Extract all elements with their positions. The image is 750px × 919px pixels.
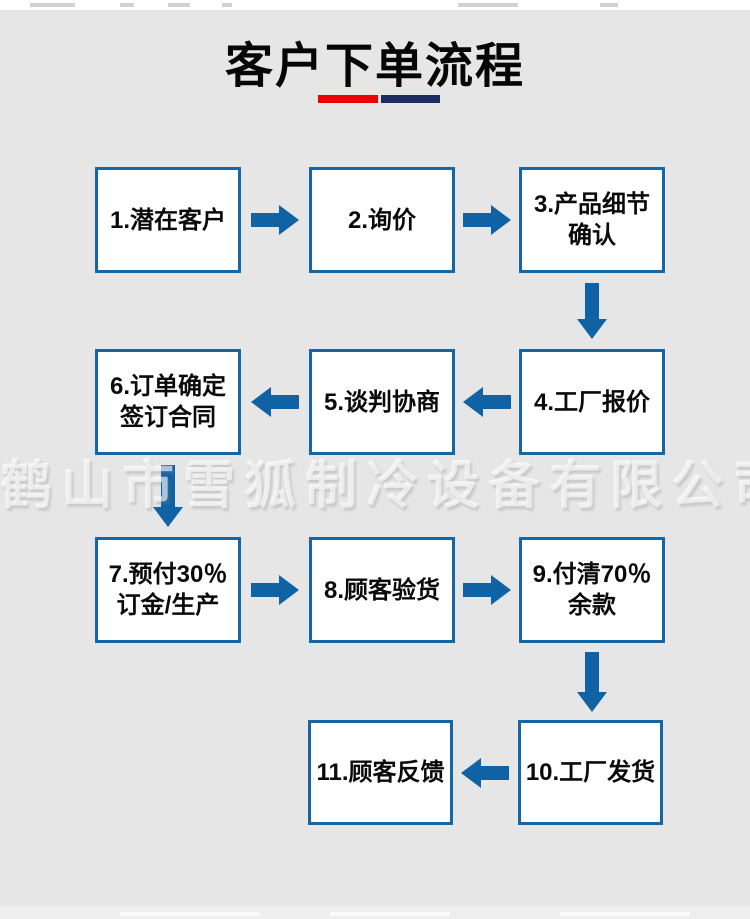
- page-title: 客户下单流程: [224, 40, 525, 93]
- cropped-text-artifact: [560, 912, 690, 916]
- step-label: 1.潜在客户: [109, 206, 226, 234]
- title-underline-red: [318, 95, 378, 103]
- flow-step-potential-customer: 1.潜在客户: [95, 167, 241, 273]
- flow-step-order-confirm-sign-contract: 6.订单确定 签订合同: [95, 349, 241, 455]
- arrow-right-icon: [463, 575, 511, 605]
- cropped-text-artifact-top: [0, 0, 750, 10]
- flow-step-customer-feedback: 11.顾客反馈: [308, 720, 453, 825]
- flow-step-customer-inspection: 8.顾客验货: [309, 537, 455, 643]
- flow-step-negotiation: 5.谈判协商: [309, 349, 455, 455]
- arrow-right-icon: [463, 205, 511, 235]
- cropped-text-artifact: [120, 912, 260, 916]
- step-label: 3.产品细节: [533, 191, 650, 218]
- step-label: 10.工厂发货: [525, 759, 656, 786]
- step-label: 确认: [568, 222, 616, 249]
- arrow-right-icon: [251, 205, 299, 235]
- cropped-text-artifact: [600, 3, 618, 7]
- step-label: 5.谈判协商: [323, 388, 440, 416]
- cropped-text-artifact: [330, 912, 450, 916]
- cropped-text-artifact: [30, 3, 75, 7]
- flow-step-pay-remaining-balance: 9.付清70％ 余款: [519, 537, 665, 643]
- arrow-down-icon: [577, 652, 607, 712]
- step-label: 订金/生产: [116, 592, 220, 619]
- step-label: 7.预付30％: [108, 561, 228, 588]
- step-label: 4.工厂报价: [533, 388, 650, 416]
- step-label: 余款: [568, 592, 616, 619]
- arrow-left-icon: [461, 758, 509, 788]
- arrow-down-icon: [577, 283, 607, 339]
- arrow-down-icon: [153, 465, 183, 527]
- flow-step-factory-quote: 4.工厂报价: [519, 349, 665, 455]
- step-label: 签订合同: [120, 404, 216, 431]
- step-label: 6.订单确定: [109, 373, 226, 400]
- step-label: 8.顾客验货: [323, 576, 440, 604]
- step-label: 11.顾客反馈: [316, 759, 445, 786]
- cropped-text-artifact-bottom: [0, 906, 750, 919]
- flow-step-factory-shipment: 10.工厂发货: [518, 720, 663, 825]
- step-label: 9.付清70％: [532, 561, 652, 588]
- cropped-text-artifact: [458, 3, 518, 7]
- flow-step-inquiry: 2.询价: [309, 167, 455, 273]
- arrow-right-icon: [251, 575, 299, 605]
- step-label: 2.询价: [347, 206, 416, 234]
- cropped-text-artifact: [168, 3, 190, 7]
- flow-step-deposit-and-production: 7.预付30％ 订金/生产: [95, 537, 241, 643]
- cropped-text-artifact: [222, 3, 232, 7]
- arrow-left-icon: [463, 387, 511, 417]
- title-underline-navy: [381, 95, 440, 103]
- cropped-text-artifact: [120, 3, 134, 7]
- flow-step-product-details-confirm: 3.产品细节 确认: [519, 167, 665, 273]
- arrow-left-icon: [251, 387, 299, 417]
